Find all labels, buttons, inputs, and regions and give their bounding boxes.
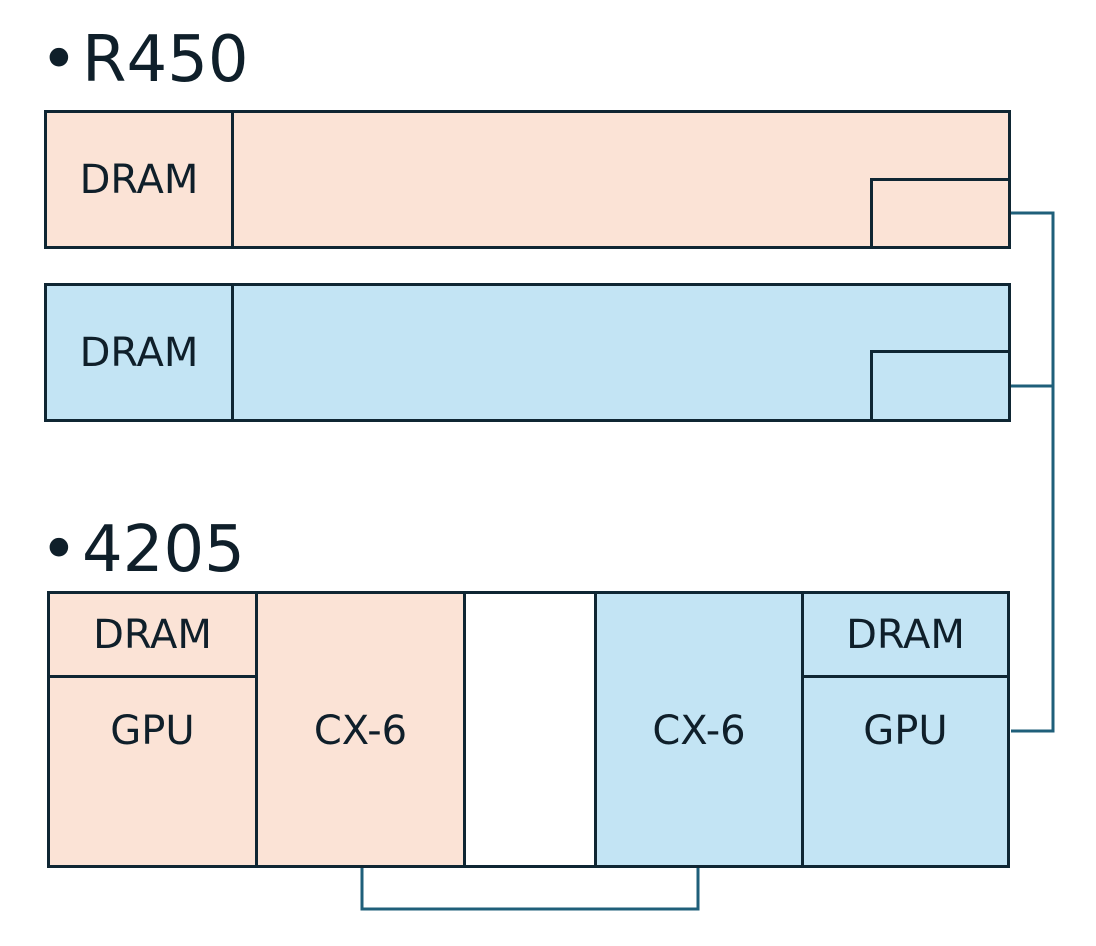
nic-label: CX-6 [313,708,408,754]
dram-label: DRAM [93,611,212,658]
s4205-nic-right: CX-6 [594,591,804,868]
s4205-nic-left: CX-6 [255,591,466,868]
s4205-gpu-right: GPU [801,675,1010,868]
bullet: • [40,513,78,587]
s4205-empty-slot [463,591,597,868]
dram-label: DRAM [79,156,199,203]
link-gpu-bracket [1011,211,1055,733]
s4205-gpu-left: GPU [47,675,258,868]
nic-label: CX-6 [652,708,746,754]
gpu-label: GPU [110,708,195,754]
section-heading-4205: •4205 [40,518,245,582]
s4205-dram-right: DRAM [801,591,1010,678]
s4205-dram-left: DRAM [47,591,258,678]
r450-dram-peach: DRAM [44,110,234,249]
section-title: 4205 [82,513,245,587]
bullet: • [40,23,78,97]
section-title: R450 [82,23,249,97]
section-heading-r450: •R450 [40,28,249,92]
gpu-label: GPU [863,708,948,754]
link-nic-bracket [360,868,700,911]
dram-label: DRAM [79,329,199,376]
r450-gpu-slot-blue [870,350,1011,422]
r450-gpu-slot-peach [870,178,1011,249]
dram-label: DRAM [846,611,965,658]
r450-dram-blue: DRAM [44,283,234,422]
